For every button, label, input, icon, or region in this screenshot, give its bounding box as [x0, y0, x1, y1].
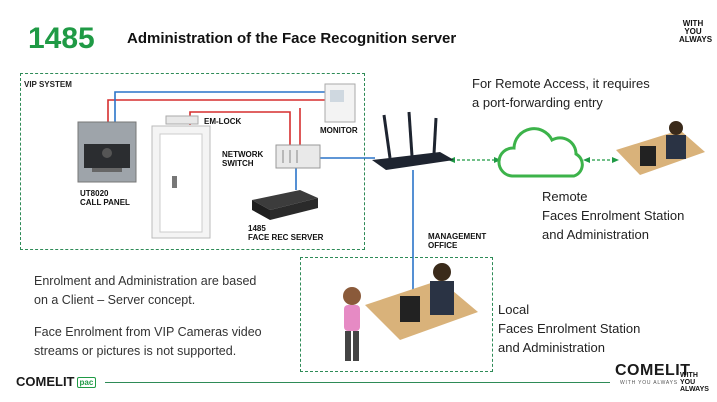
- note-paragraph: Enrolment and Administration are based o…: [34, 272, 304, 310]
- remote-access-note: For Remote Access, it requires a port-fo…: [472, 74, 650, 112]
- server-icon: [252, 190, 318, 220]
- label-line: and Administration: [498, 340, 605, 355]
- panel-to-switch-line: [107, 99, 325, 130]
- tagline-line: WITH: [680, 372, 698, 379]
- tagline-line: ALWAYS: [679, 35, 713, 44]
- workstation-icon: [365, 263, 478, 340]
- call-panel-label: UT8020 CALL PANEL: [80, 189, 130, 207]
- label-line: OFFICE: [428, 241, 458, 250]
- management-office-label: MANAGEMENT OFFICE: [428, 232, 486, 250]
- em-lock-label: EM-LOCK: [204, 117, 242, 126]
- vip-system-box: [20, 73, 365, 250]
- logo-text: COMELIT: [16, 374, 75, 389]
- label-line: and Administration: [542, 227, 649, 242]
- label-line: Faces Enrolment Station: [498, 321, 641, 336]
- management-office-box: [300, 257, 493, 372]
- tagline-line: ALWAYS: [680, 386, 709, 393]
- local-station-label: Local Faces Enrolment Station and Admini…: [498, 300, 640, 357]
- note-line: on a Client – Server concept.: [34, 293, 196, 307]
- label-line: CALL PANEL: [80, 198, 130, 207]
- network-switch-label: NETWORK SWITCH: [222, 150, 263, 168]
- label-line: SWITCH: [222, 159, 254, 168]
- label-line: Local: [498, 302, 530, 317]
- cloud-icon: [497, 127, 584, 178]
- monitor-icon: [324, 83, 356, 123]
- logo-tag: pac: [76, 377, 97, 389]
- monitor-label: MONITOR: [320, 126, 358, 135]
- label-line: FACE REC SERVER: [248, 233, 324, 242]
- call-panel-icon: [77, 121, 137, 183]
- vip-system-label: VIP SYSTEM: [24, 80, 72, 89]
- label-line: MANAGEMENT: [428, 232, 487, 241]
- note-line: For Remote Access, it requires: [472, 76, 650, 91]
- note-paragraph: Face Enrolment from VIP Cameras video st…: [34, 323, 304, 361]
- with-you-always-logo: WITH YOU ALWAYS: [680, 372, 709, 393]
- label-line: NETWORK: [222, 150, 264, 159]
- switch-icon: [275, 144, 321, 169]
- tagline-line: YOU: [680, 379, 696, 386]
- label-line: Faces Enrolment Station: [542, 208, 685, 223]
- label-line: 1485: [248, 224, 266, 233]
- tagline-line: WITH: [682, 19, 704, 28]
- product-code: 1485: [28, 22, 95, 55]
- workstation-icon: [616, 121, 705, 175]
- face-rec-server-label: 1485 FACE REC SERVER: [248, 224, 323, 242]
- notes-block: Enrolment and Administration are based o…: [34, 272, 304, 374]
- remote-station-label: Remote Faces Enrolment Station and Admin…: [542, 187, 684, 244]
- remote-access-arrows: [448, 157, 619, 163]
- comelit-logo-subtitle: WITH YOU ALWAYS: [620, 380, 678, 386]
- tagline-line: YOU: [684, 27, 702, 36]
- person-icon: [343, 287, 361, 361]
- with-you-always-logo: WITH YOU ALWAYS: [679, 19, 713, 44]
- label-line: UT8020: [80, 189, 109, 198]
- router-icon: [372, 111, 454, 170]
- label-line: Remote: [542, 189, 588, 204]
- note-line: a port-forwarding entry: [472, 95, 603, 110]
- note-line: Enrolment and Administration are based: [34, 274, 257, 288]
- page-title: Administration of the Face Recognition s…: [127, 30, 457, 47]
- note-line: streams or pictures is not supported.: [34, 344, 237, 358]
- note-line: Face Enrolment from VIP Cameras video: [34, 325, 262, 339]
- comelit-logo: COMELIT: [615, 362, 691, 379]
- footer-divider: [105, 382, 610, 383]
- door-icon: [151, 115, 211, 239]
